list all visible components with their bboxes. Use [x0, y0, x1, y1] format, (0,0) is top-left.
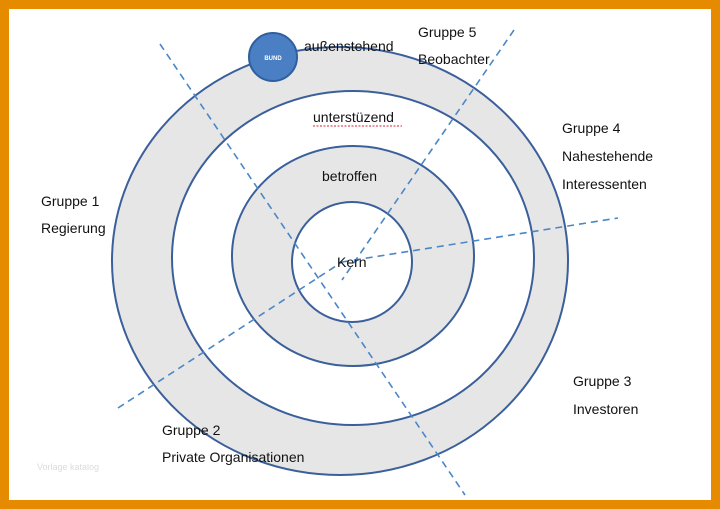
- group-2-name: Private Organisationen: [162, 449, 304, 465]
- sector-line-4: [341, 217, 619, 263]
- sector-line-1: [159, 43, 466, 496]
- watermark: Vorlage katalog: [37, 462, 99, 472]
- group-4-title: Gruppe 4: [562, 120, 621, 136]
- core-ring: [291, 201, 413, 323]
- group-3-title: Gruppe 3: [573, 373, 632, 389]
- ring-label-third: betroffen: [322, 168, 377, 184]
- group-1-name: Regierung: [41, 220, 106, 236]
- group-5-name: Beobachter: [418, 51, 490, 67]
- group-4-name-line1: Nahestehende: [562, 148, 653, 164]
- ring-label-outer: außenstehend: [304, 38, 394, 54]
- group-2-title: Gruppe 2: [162, 422, 221, 438]
- ring-label-second: unterstüzend: [313, 109, 394, 125]
- bund-badge-label: BUND: [264, 56, 282, 62]
- sector-line-2: [341, 29, 515, 281]
- bund-badge: [248, 32, 298, 82]
- group-3-name: Investoren: [573, 401, 638, 417]
- sector-line-3: [117, 261, 343, 409]
- group-1-title: Gruppe 1: [41, 193, 100, 209]
- group-4-name-line2: Interessenten: [562, 176, 647, 192]
- group-5-title: Gruppe 5: [418, 24, 477, 40]
- ring-label-core: Kern: [337, 254, 367, 270]
